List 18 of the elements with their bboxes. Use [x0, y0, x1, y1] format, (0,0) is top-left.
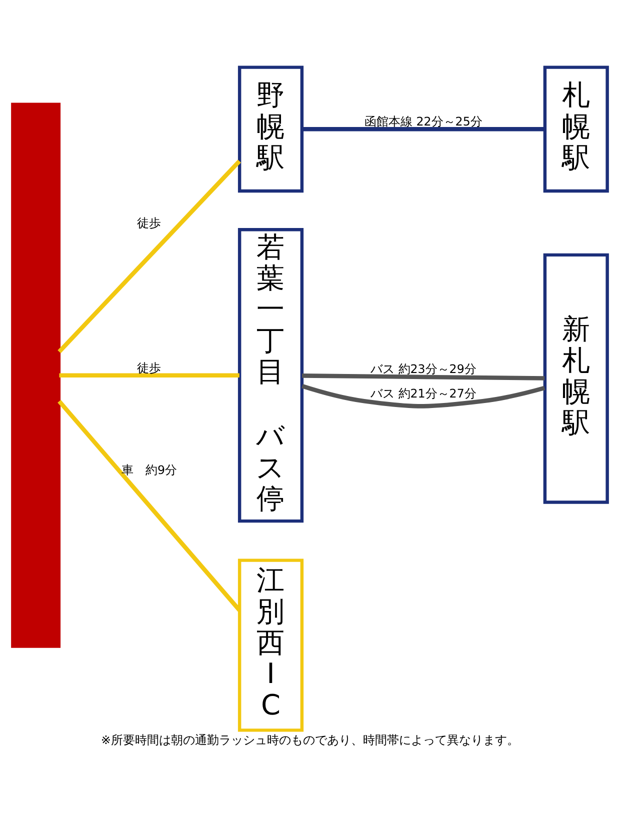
node-box: 野幌駅 — [238, 66, 304, 193]
node-box: 札幌駅 — [543, 66, 609, 193]
node-box: 若葉一丁目 バス停 — [238, 228, 304, 523]
edge-label: 函館本線 22分～25分 — [364, 114, 482, 129]
node-box: 新札幌駅 — [543, 253, 609, 504]
node-box: 江別西IC — [238, 558, 304, 732]
connector — [58, 160, 241, 354]
edge-label: バス 約21分～27分 — [370, 386, 476, 401]
connector — [59, 373, 240, 378]
connector — [302, 126, 545, 132]
edge-label: 徒歩 — [137, 360, 162, 375]
connector — [302, 374, 545, 380]
node-bar — [11, 102, 61, 648]
connector — [302, 384, 546, 408]
caption: ※所要時間は朝の通勤ラッシュ時のものであり、時間帯によって異なります。 — [101, 732, 519, 747]
edge-label: 徒歩 — [137, 216, 162, 230]
edge-label: 車 約9分 — [121, 463, 178, 478]
edge-label: バス 約23分～29分 — [370, 362, 476, 376]
